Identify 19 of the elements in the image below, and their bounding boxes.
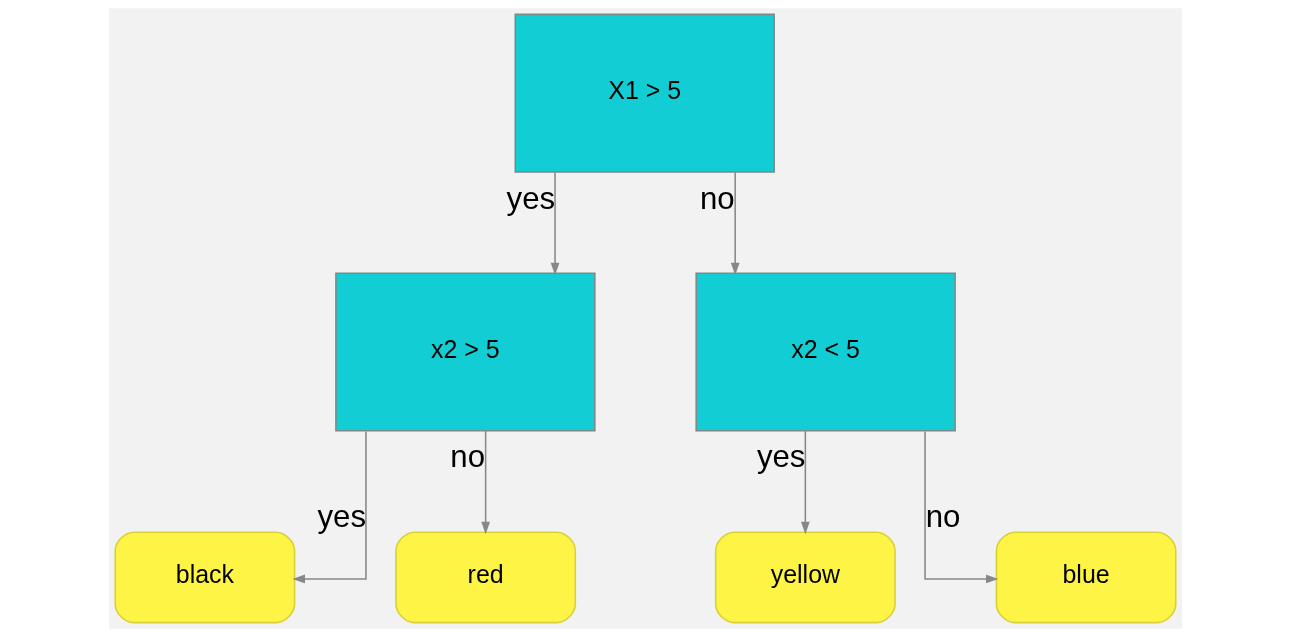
edge-label: no xyxy=(450,439,486,475)
arrow xyxy=(801,430,810,535)
arrow xyxy=(550,171,560,276)
edge-label: no xyxy=(925,498,961,534)
node-box: red xyxy=(395,531,577,624)
edge-label: yes xyxy=(756,439,806,475)
node-box: yellow xyxy=(714,531,896,624)
node-box: black xyxy=(114,531,296,624)
edge-label: yes xyxy=(506,180,556,216)
arrow xyxy=(292,430,367,584)
node-box: X1 > 5 xyxy=(514,13,775,173)
arrow xyxy=(481,430,490,535)
node-box: x2 > 5 xyxy=(335,272,596,432)
arrow xyxy=(924,430,999,584)
node-box: x2 < 5 xyxy=(695,272,956,432)
arrow xyxy=(730,171,740,276)
edge-label: no xyxy=(699,180,735,216)
node-box: blue xyxy=(995,531,1177,624)
edge-label: yes xyxy=(317,498,367,534)
